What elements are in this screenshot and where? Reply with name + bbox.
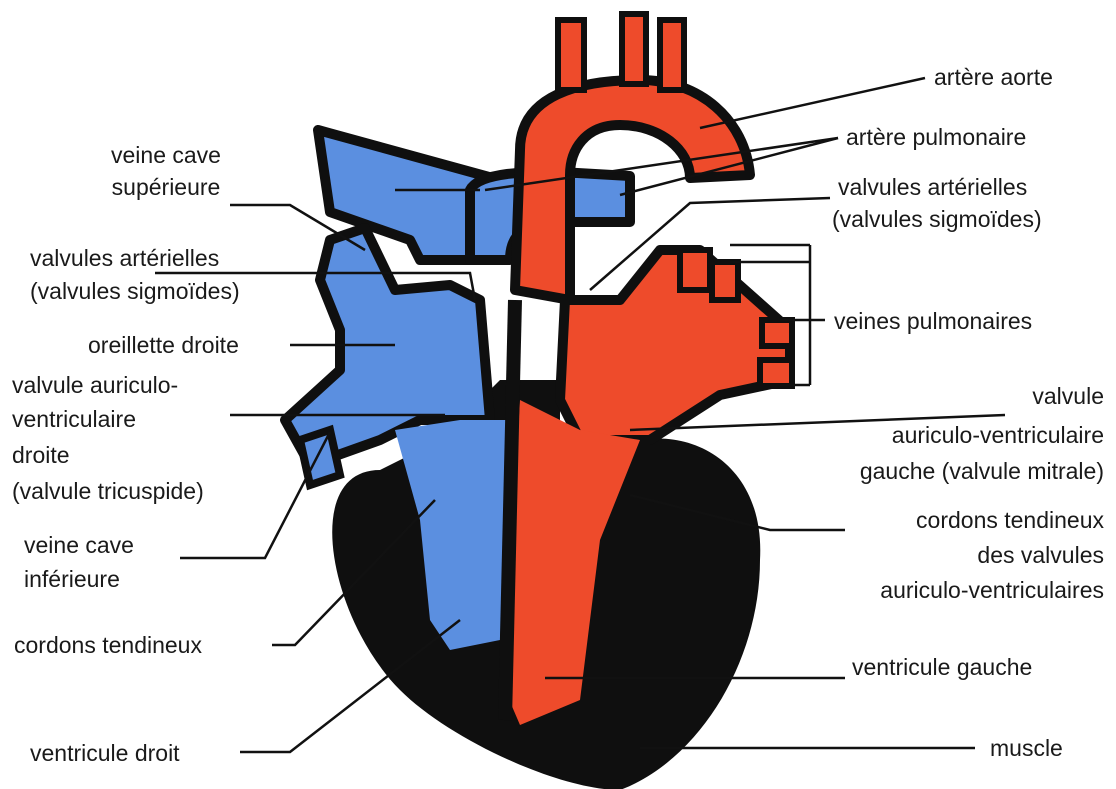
label-veine-cave-inferieure-1: veine cave bbox=[24, 530, 134, 560]
leader-ventricule-droit bbox=[240, 620, 460, 752]
label-veine-cave-superieure-1: veine cave bbox=[76, 140, 256, 170]
label-tricuspide-3: droite bbox=[12, 440, 70, 470]
label-valvules-arterielles-right-1: valvules artérielles bbox=[838, 172, 1027, 202]
label-valvule-mitrale-3: gauche (valvule mitrale) bbox=[860, 456, 1104, 486]
label-valvules-arterielles-left-1: valvules artérielles bbox=[30, 243, 219, 273]
label-artere-pulmonaire: artère pulmonaire bbox=[846, 122, 1026, 152]
label-cordons-av-1: cordons tendineux bbox=[916, 505, 1104, 535]
label-ventricule-gauche: ventricule gauche bbox=[852, 652, 1032, 682]
label-veines-pulmonaires: veines pulmonaires bbox=[834, 306, 1032, 336]
leader-veines-pulm bbox=[730, 245, 825, 385]
label-oreillette-droite: oreillette droite bbox=[88, 330, 239, 360]
label-valvule-mitrale-2: auriculo-ventriculaire bbox=[892, 420, 1104, 450]
label-cordons-av-2: des valvules bbox=[977, 540, 1104, 570]
label-veine-cave-inferieure-2: inférieure bbox=[24, 564, 120, 594]
label-artere-aorte: artère aorte bbox=[934, 62, 1053, 92]
label-muscle: muscle bbox=[990, 733, 1063, 763]
leader-cordons bbox=[272, 500, 435, 645]
label-valvules-arterielles-left-2: (valvules sigmoïdes) bbox=[30, 276, 240, 306]
label-tricuspide-2: ventriculaire bbox=[12, 404, 136, 434]
label-cordons-tendineux: cordons tendineux bbox=[14, 630, 202, 660]
label-valvules-arterielles-right-2: (valvules sigmoïdes) bbox=[832, 204, 1042, 234]
label-valvule-mitrale-1: valvule bbox=[1032, 381, 1104, 411]
label-ventricule-droit: ventricule droit bbox=[30, 738, 180, 768]
label-tricuspide-1: valvule auriculo- bbox=[12, 370, 178, 400]
label-cordons-av-3: auriculo-ventriculaires bbox=[880, 575, 1104, 605]
leader-veine-cave-sup-2 bbox=[230, 205, 365, 250]
leader-aorte bbox=[700, 78, 925, 128]
leader-cordons-av bbox=[630, 495, 845, 530]
label-veine-cave-superieure-2: supérieure bbox=[76, 172, 256, 202]
leader-pulmonaire-1 bbox=[485, 138, 838, 190]
label-tricuspide-4: (valvule tricuspide) bbox=[12, 476, 204, 506]
